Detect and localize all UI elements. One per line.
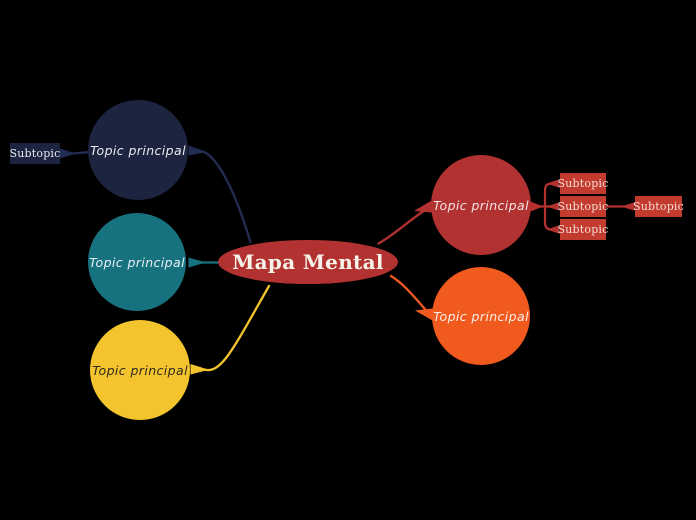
- connector-topic-red-arrow: [414, 200, 432, 213]
- connector-topic-red: [377, 208, 428, 245]
- root-node[interactable]: Mapa Mental: [218, 240, 398, 284]
- root-label: Mapa Mental: [232, 250, 384, 274]
- subtopic-node-3[interactable]: Subtopic: [557, 219, 609, 240]
- topic-teal-label: Topic principal: [89, 254, 185, 270]
- subtopic-3-label: Subtopic: [557, 223, 609, 236]
- connector-topic-orange-arrow: [415, 308, 433, 321]
- topic-yellow-label: Topic principal: [92, 362, 188, 378]
- connector-subtopic-left: [71, 150, 92, 155]
- topic-node-teal[interactable]: Topic principal: [88, 213, 186, 311]
- subtopic-1-label: Subtopic: [557, 177, 609, 190]
- connector-subtopic-left-arrow: [59, 148, 76, 159]
- connector-topic-yellow: [203, 284, 271, 372]
- topic-navy-label: Topic principal: [90, 142, 186, 158]
- connector-topic-navy-arrow: [188, 145, 207, 156]
- connector-subtopic-circle-arrow: [530, 201, 543, 212]
- topic-node-orange[interactable]: Topic principal: [432, 267, 530, 365]
- subtopic-node-left[interactable]: Subtopic: [9, 143, 61, 164]
- connector-subtopic-3-arrow: [546, 225, 560, 234]
- connector-subtopic-1-arrow: [546, 179, 560, 188]
- subtopic-node-2[interactable]: Subtopic: [557, 196, 609, 217]
- subtopic-node-1[interactable]: Subtopic: [557, 173, 609, 194]
- topic-node-navy[interactable]: Topic principal: [88, 100, 188, 200]
- connector-topic-teal-arrow: [188, 257, 206, 268]
- connector-topic-orange: [389, 274, 430, 314]
- topic-red-label: Topic principal: [433, 197, 529, 213]
- connector-subtopic-nested-arrow: [621, 202, 635, 211]
- connector-subtopic-2-arrow: [546, 202, 560, 211]
- connector-topic-yellow-arrow: [190, 364, 209, 375]
- topic-node-yellow[interactable]: Topic principal: [90, 320, 190, 420]
- subtopic-left-label: Subtopic: [9, 147, 61, 160]
- connector-topic-navy: [201, 150, 252, 244]
- subtopic-node-nested[interactable]: Subtopic: [632, 196, 685, 217]
- topic-node-red[interactable]: Topic principal: [431, 155, 531, 255]
- topic-orange-label: Topic principal: [433, 308, 529, 324]
- subtopic-nested-label: Subtopic: [632, 200, 685, 213]
- subtopic-2-label: Subtopic: [557, 200, 609, 213]
